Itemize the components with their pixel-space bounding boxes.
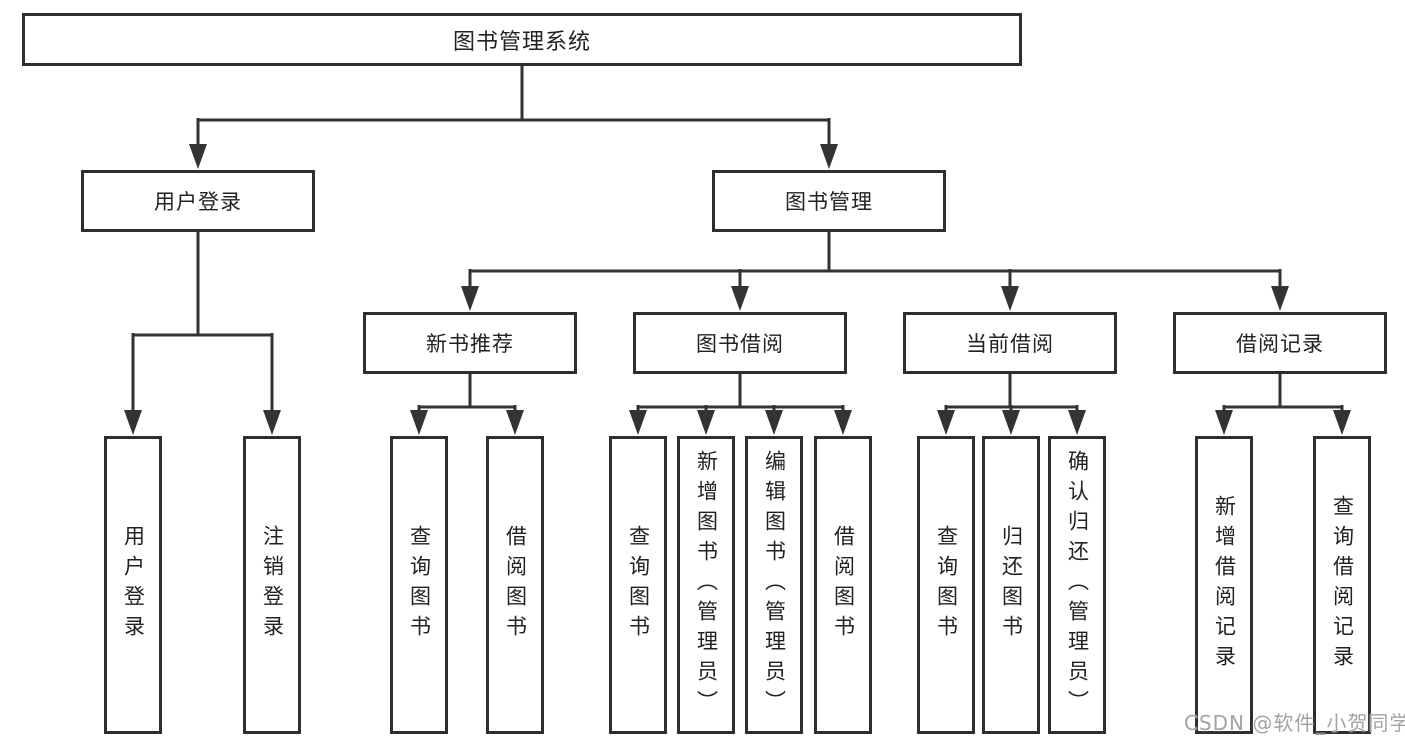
leaf-user-login: 用户登录 xyxy=(104,436,162,734)
leaf-current-query-book-label: 查询图书 xyxy=(934,525,959,645)
connector-borrowrecord-to-leaves xyxy=(1215,374,1351,435)
node-book-management-label: 图书管理 xyxy=(785,190,873,214)
connector-bookborrow-to-leaves xyxy=(629,374,852,435)
leaf-user-login-label: 用户登录 xyxy=(121,525,146,645)
leaf-return-book: 归还图书 xyxy=(982,436,1040,734)
node-new-book-recommendation-label: 新书推荐 xyxy=(426,332,514,356)
leaf-current-query-book: 查询图书 xyxy=(917,436,975,734)
leaf-query-borrow-record: 查询借阅记录 xyxy=(1313,436,1371,734)
leaf-confirm-return-admin: 确认归还（管理员） xyxy=(1048,436,1106,734)
leaf-add-book-admin-label: 新增图书（管理员） xyxy=(694,450,719,720)
leaf-rec-borrow-book: 借阅图书 xyxy=(486,436,544,734)
connector-userlogin-to-leaves xyxy=(124,232,281,435)
leaf-add-borrow-record-label: 新增借阅记录 xyxy=(1212,495,1237,675)
node-root-system-label: 图书管理系统 xyxy=(452,29,591,55)
node-current-borrowing: 当前借阅 xyxy=(903,312,1117,374)
leaf-rec-borrow-book-label: 借阅图书 xyxy=(503,525,528,645)
node-book-borrowing: 图书借阅 xyxy=(633,312,847,374)
leaf-edit-book-admin-label: 编辑图书（管理员） xyxy=(762,450,787,720)
node-new-book-recommendation: 新书推荐 xyxy=(363,312,577,374)
leaf-query-borrow-record-label: 查询借阅记录 xyxy=(1330,495,1355,675)
node-current-borrowing-label: 当前借阅 xyxy=(966,332,1054,356)
leaf-edit-book-admin: 编辑图书（管理员） xyxy=(745,436,803,734)
node-book-management: 图书管理 xyxy=(712,170,946,232)
node-borrowing-records-label: 借阅记录 xyxy=(1236,332,1324,356)
leaf-rec-query-book-label: 查询图书 xyxy=(407,525,432,645)
leaf-add-book-admin: 新增图书（管理员） xyxy=(677,436,735,734)
connector-bookmgmt-to-level3 xyxy=(461,232,1289,311)
node-borrowing-records: 借阅记录 xyxy=(1173,312,1387,374)
leaf-borrow-query-book: 查询图书 xyxy=(609,436,667,734)
leaf-borrow-book: 借阅图书 xyxy=(814,436,872,734)
connector-root-to-level2 xyxy=(189,66,838,169)
node-user-login: 用户登录 xyxy=(81,170,315,232)
csdn-watermark: CSDN @软件_小贺同学 xyxy=(1184,711,1405,735)
leaf-add-borrow-record: 新增借阅记录 xyxy=(1195,436,1253,734)
connector-newbookrec-to-leaves xyxy=(410,374,524,435)
leaf-rec-query-book: 查询图书 xyxy=(390,436,448,734)
node-book-borrowing-label: 图书借阅 xyxy=(696,332,784,356)
leaf-borrow-book-label: 借阅图书 xyxy=(831,525,856,645)
node-root-system: 图书管理系统 xyxy=(22,13,1022,66)
leaf-confirm-return-admin-label: 确认归还（管理员） xyxy=(1065,450,1090,720)
leaf-logout: 注销登录 xyxy=(243,436,301,734)
connector-currentborrow-to-leaves xyxy=(937,374,1086,435)
leaf-borrow-query-book-label: 查询图书 xyxy=(626,525,651,645)
node-user-login-label: 用户登录 xyxy=(154,190,242,214)
leaf-logout-label: 注销登录 xyxy=(260,525,285,645)
leaf-return-book-label: 归还图书 xyxy=(999,525,1024,645)
